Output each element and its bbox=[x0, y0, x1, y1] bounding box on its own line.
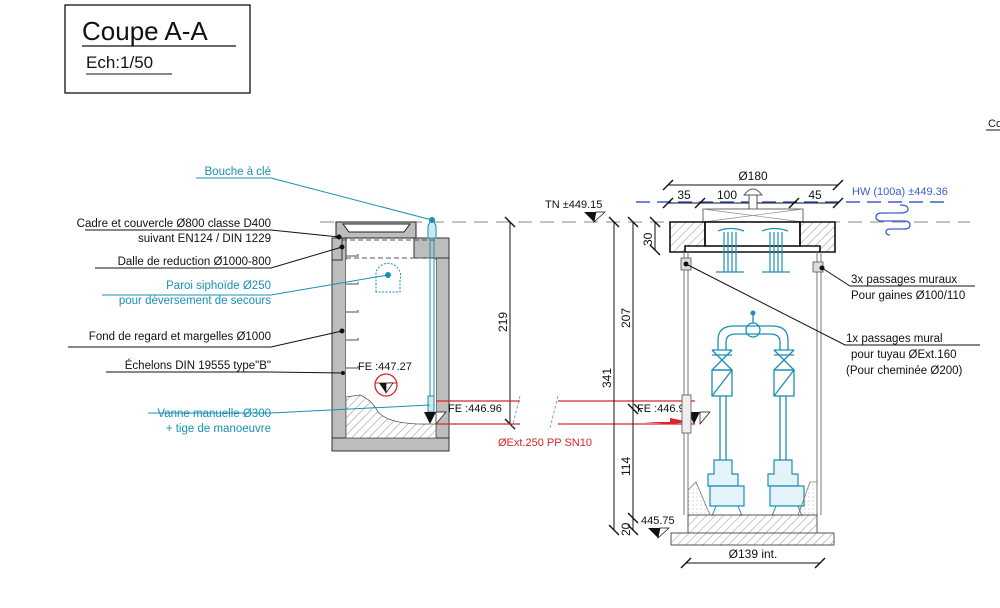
guide-rails bbox=[716, 227, 790, 273]
title-frame bbox=[64, 4, 251, 94]
dim-30-label: 30 bbox=[641, 232, 655, 246]
label-cadre-1: Cadre et couvercle Ø800 classe D400 bbox=[77, 218, 271, 230]
dim-139-label: Ø139 int. bbox=[729, 547, 778, 561]
dim-45-label: 45 bbox=[808, 188, 822, 202]
leader-dot-passage bbox=[683, 261, 689, 267]
left-wall bbox=[331, 237, 347, 451]
drawing-title: Coupe A-A bbox=[82, 16, 208, 46]
dim-139-tick-l bbox=[680, 557, 692, 569]
label-echelons: Échelons DIN 19555 type"B" bbox=[125, 359, 271, 372]
dim-20-label: 20 bbox=[619, 522, 633, 536]
dim-35-label: 35 bbox=[677, 188, 691, 202]
chamber-base bbox=[331, 437, 450, 452]
dim-139-tick-r bbox=[814, 557, 826, 569]
dim-180-tick-l bbox=[662, 179, 674, 191]
pump-feet bbox=[711, 505, 803, 517]
label-passages-1: 3x passages muraux bbox=[851, 274, 957, 286]
label-passage-2: pour tuyau ØExt.160 bbox=[851, 349, 956, 361]
left-leaders-cyan bbox=[102, 177, 433, 414]
top-slab-right bbox=[799, 221, 836, 253]
hatch-opening bbox=[704, 221, 801, 247]
right-labels: 3x passages muraux Pour gaines Ø100/110 … bbox=[846, 274, 965, 377]
dim-sub-ticks bbox=[662, 197, 844, 209]
level-marker-circle bbox=[374, 373, 398, 397]
dim-100-label: 100 bbox=[717, 188, 737, 202]
inlet-triangle-light bbox=[699, 411, 711, 425]
bottom-level-label: 445.75 bbox=[641, 515, 675, 527]
label-vanne-1: Vanne manuelle Ø300 bbox=[157, 408, 271, 420]
level-triangle-light bbox=[385, 382, 394, 395]
pump-station: 445.75 Ø139 int. bbox=[641, 188, 836, 569]
pump-right-icon bbox=[767, 459, 799, 487]
benching bbox=[345, 394, 437, 439]
foundation bbox=[670, 532, 835, 546]
inlet-passage bbox=[681, 394, 692, 434]
label-fond: Fond de regard et margelles Ø1000 bbox=[89, 331, 271, 343]
fe-inlet-tick bbox=[633, 403, 643, 413]
fe-upper-label: FE :447.27 bbox=[358, 361, 412, 373]
level-triangle-dark bbox=[379, 383, 386, 393]
leader-dot-passages bbox=[819, 265, 825, 271]
label-passages-2: Pour gaines Ø100/110 bbox=[851, 290, 965, 302]
cover bbox=[342, 223, 411, 233]
dim-341-label: 341 bbox=[600, 368, 614, 388]
label-cadre-2: suivant EN124 / DIN 1229 bbox=[138, 233, 271, 245]
left-chamber: FE :447.27 bbox=[331, 216, 450, 452]
outlet-triangle-light bbox=[435, 411, 447, 425]
pipe-label: ØExt.250 PP SN10 bbox=[498, 437, 592, 449]
reduction-slab bbox=[413, 237, 450, 259]
discharge-pipework bbox=[711, 314, 795, 460]
submersible-pumps bbox=[707, 459, 805, 507]
tn-triangle-light bbox=[593, 211, 606, 223]
label-dalle: Dalle de reduction Ø1000-800 bbox=[118, 256, 271, 268]
base-slab bbox=[687, 514, 818, 534]
tn-level-label: TN ±449.15 bbox=[545, 199, 602, 211]
benching-left bbox=[687, 481, 711, 516]
vent-cap-icon bbox=[742, 188, 764, 196]
valve-icon bbox=[427, 395, 435, 413]
connection-pipe bbox=[436, 400, 695, 425]
ladder-rungs bbox=[346, 254, 359, 369]
title-block: Coupe A-A Ech:1/50 bbox=[64, 4, 251, 94]
dim-114-label: 114 bbox=[619, 457, 633, 476]
label-passage-3: (Pour cheminée Ø200) bbox=[846, 365, 963, 377]
label-paroi-2: pour déversement de secours bbox=[119, 295, 271, 307]
dim-207-label: 207 bbox=[619, 308, 633, 328]
top-slab-left bbox=[669, 221, 706, 253]
bottom-triangle-dark bbox=[648, 528, 660, 538]
label-passage-1: 1x passages mural bbox=[846, 333, 943, 345]
pump-left-icon bbox=[707, 459, 739, 487]
dim-219-label: 219 bbox=[496, 312, 510, 332]
right-leaders bbox=[685, 263, 980, 346]
bottom-triangle-light bbox=[657, 527, 670, 539]
outlet-triangle-dark bbox=[424, 412, 436, 424]
fe-lower-label: FE :446.96 bbox=[448, 403, 502, 415]
pipe-break-left bbox=[511, 395, 521, 429]
drawing-scale: Ech:1/50 bbox=[86, 53, 153, 72]
dim-219-tick-top bbox=[504, 216, 516, 228]
left-leaders bbox=[68, 229, 344, 374]
cropped-label: Co bbox=[988, 118, 1000, 130]
dim-180-tick-r bbox=[832, 179, 844, 191]
vent-pipe bbox=[748, 194, 758, 210]
dim-180-label: Ø180 bbox=[738, 169, 768, 183]
cover-cross bbox=[702, 208, 804, 223]
hw-level-label: HW (100a) ±449.36 bbox=[852, 186, 948, 198]
label-vanne-2: + tige de manoeuvre bbox=[166, 423, 271, 435]
tn-triangle-dark bbox=[584, 212, 596, 222]
flow-arrow-icon bbox=[643, 418, 690, 424]
pipe-break-right bbox=[549, 395, 559, 429]
left-labels: Bouche à clé Cadre et couvercle Ø800 cla… bbox=[77, 166, 272, 435]
water-wave-icon bbox=[875, 204, 911, 236]
right-dimension-ticks bbox=[608, 216, 661, 536]
right-dimension-lines bbox=[613, 222, 656, 530]
valve-handle bbox=[750, 310, 756, 316]
label-bouche-a-cle: Bouche à clé bbox=[205, 166, 272, 178]
left-leader-dots bbox=[336, 234, 345, 375]
label-paroi-1: Paroi siphoïde Ø250 bbox=[166, 280, 271, 292]
fe-inlet-label: FE :446.95 bbox=[637, 403, 691, 415]
